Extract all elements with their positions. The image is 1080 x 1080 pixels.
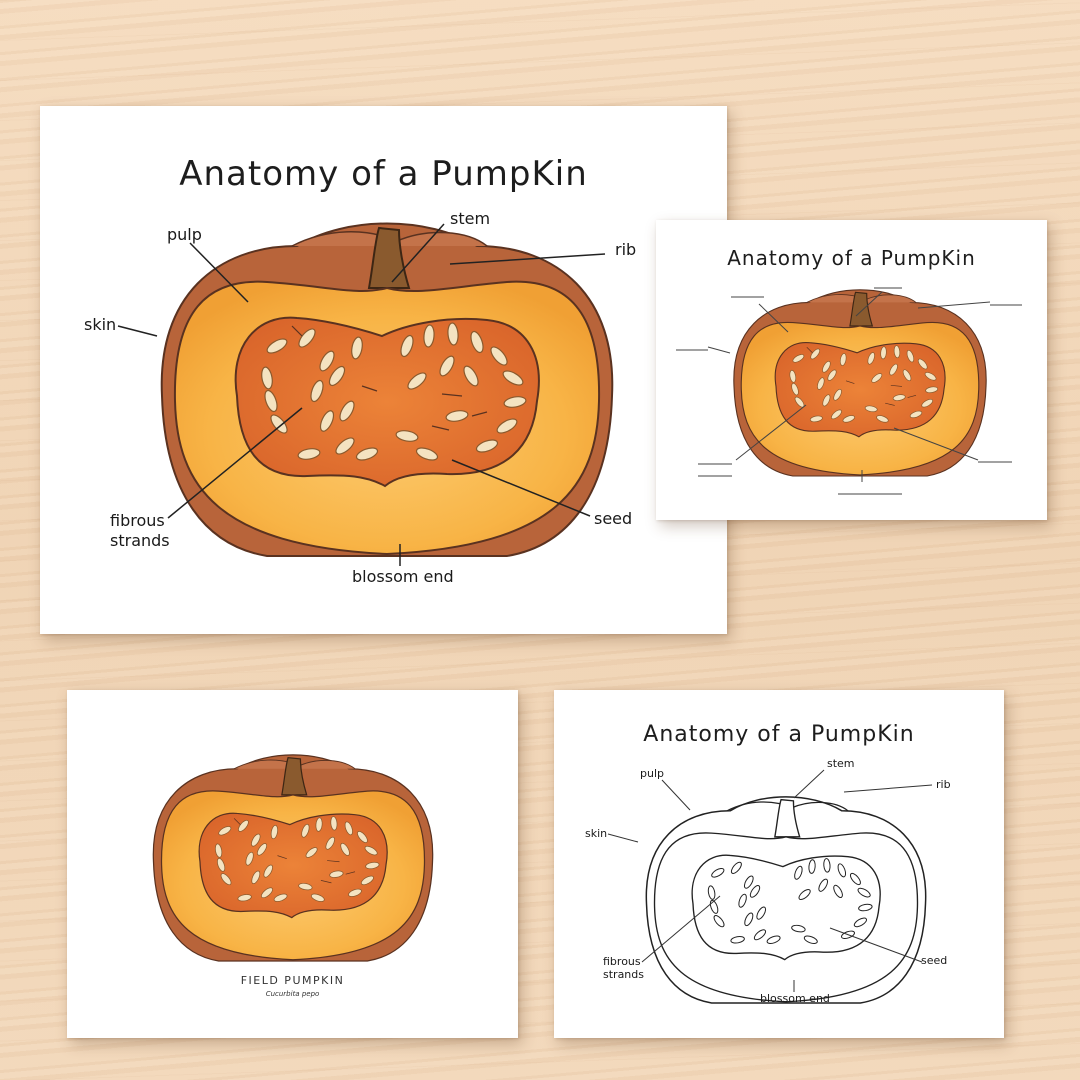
worksheet-pumpkin-diagram [676,287,1022,495]
label-fibrous: fibrous [110,511,165,530]
coloring-label-stem: stem [827,757,855,770]
label-skin: skin [84,315,117,334]
label-pulp: pulp [167,225,202,244]
pumpkin-scientific-name: Cucurbita pepo [265,990,320,998]
coloring-label-seed: seed [921,954,948,967]
coloring-title: Anatomy of a PumpKin [643,722,915,747]
field-pumpkin-card: FIELD PUMPKIN Cucurbita pepo [67,690,518,1038]
labelled-poster-card: Anatomy of a PumpKin stem rib pulp skin … [40,106,727,634]
coloring-pumpkin-outline [607,769,933,1004]
pumpkin-diagram [117,106,727,566]
poster-title: Anatomy of a PumpKin [179,154,588,194]
worksheet-title: Anatomy of a PumpKin [727,246,976,270]
label-blossom-end: blossom end [352,567,454,586]
label-strands: strands [110,531,170,550]
label-seed: seed [594,509,633,528]
worksheet-blank-lines [676,287,1022,495]
label-rib: rib [615,240,637,259]
coloring-label-rib: rib [936,778,951,791]
coloring-label-strands: strands [603,968,644,981]
pumpkin-common-name: FIELD PUMPKIN [240,974,345,987]
coloring-page-card: Anatomy of a PumpKin stem rib pulp skin … [554,690,1004,1038]
coloring-leader-lines [607,769,933,992]
coloring-label-pulp: pulp [640,767,664,780]
coloring-label-fibrous: fibrous [603,955,641,968]
label-stem: stem [450,209,491,228]
coloring-label-blossom-end: blossom end [760,992,830,1005]
coloring-label-skin: skin [585,827,608,840]
poster-leader-lines [117,223,606,566]
blank-worksheet-card: Anatomy of a PumpKin [656,220,1047,520]
